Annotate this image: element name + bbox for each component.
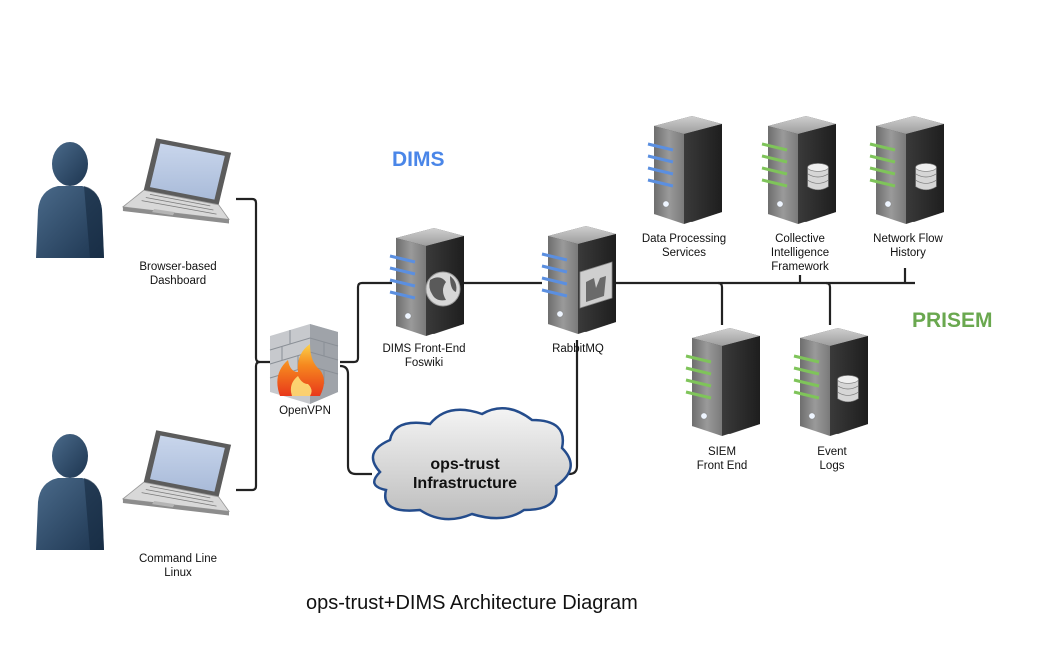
server-siem [685, 327, 761, 437]
rabbitmq-label: RabbitMQ [552, 343, 604, 355]
server-rabbitmq [541, 225, 617, 335]
server-eventlogs [793, 327, 869, 437]
database-icon [807, 163, 829, 191]
server-netflow [869, 115, 945, 225]
link-cli-openvpn [236, 360, 261, 492]
dims-heading: DIMS [392, 148, 445, 171]
database-icon [837, 375, 859, 403]
cloud-shape [371, 407, 572, 521]
openvpn-label: OpenVPN [279, 405, 331, 417]
laptop-icon [122, 137, 232, 225]
firewall-icon [269, 324, 339, 404]
link-bus-eventlogs [825, 281, 832, 325]
diagram-caption: ops-trust+DIMS Architecture Diagram [306, 592, 638, 614]
globe-icon [425, 271, 461, 307]
connection-lines [236, 197, 915, 492]
database-icon [915, 163, 937, 191]
laptop-icon [122, 429, 232, 517]
user-person-icon [36, 142, 104, 258]
link-openvpn-foswiki [340, 281, 392, 364]
server-foswiki [389, 227, 465, 337]
user-person-icon [36, 434, 104, 550]
server-cif [761, 115, 837, 225]
prisem-heading: PRISEM [912, 309, 993, 332]
link-browser-openvpn [236, 197, 270, 364]
server-data-processing [647, 115, 723, 225]
rabbitmq-icon [579, 261, 613, 309]
link-openvpn-cloud [339, 364, 372, 476]
link-bus-siem [717, 281, 724, 325]
